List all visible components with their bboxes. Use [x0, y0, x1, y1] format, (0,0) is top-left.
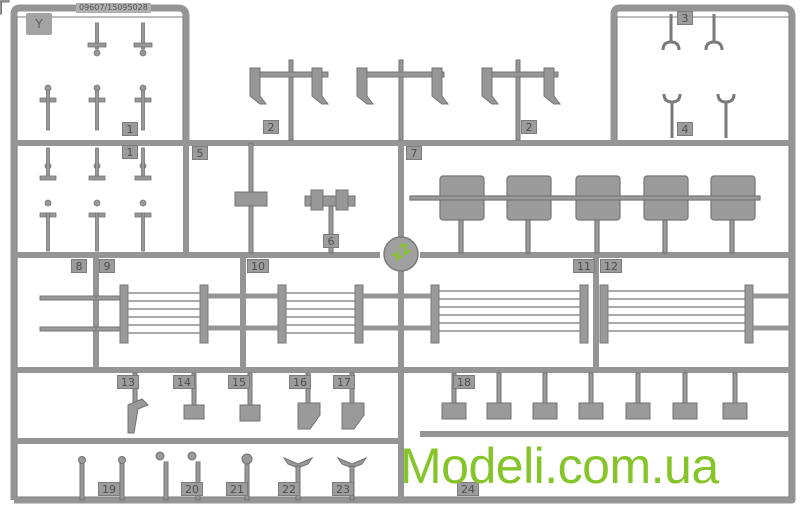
- part-number-tag: 5: [192, 146, 208, 160]
- part-number-tag: 19: [98, 482, 120, 496]
- part-number-tag: 7: [406, 146, 422, 160]
- cross-parts: [0, 0, 10, 15]
- scale-mark: x2: [381, 234, 421, 270]
- clip-parts: [441, 372, 748, 420]
- part-number-tag: 11: [573, 259, 595, 273]
- part-number-tag: 18: [453, 375, 475, 389]
- part-number-tag: 9: [99, 259, 115, 273]
- part-number-tag: 22: [278, 482, 300, 496]
- part-number-tag: 6: [323, 234, 339, 248]
- part-number-tag: 10: [247, 259, 269, 273]
- pin-parts: [78, 451, 368, 501]
- part-number-tag: 20: [181, 482, 203, 496]
- scale-mark-text: x2: [387, 238, 415, 266]
- part-number-tag: 23: [332, 482, 354, 496]
- part-number-tag: 1: [122, 122, 138, 136]
- lever-parts: [249, 59, 561, 141]
- part-number-tag: 2: [521, 120, 537, 134]
- box-parts: [409, 175, 761, 254]
- part-number-tag: 8: [71, 259, 87, 273]
- part-number-tag: 4: [677, 122, 693, 136]
- vertical-rails: [93, 140, 599, 500]
- part-number-tag: 14: [173, 375, 195, 389]
- part-number-tag: 17: [333, 375, 355, 389]
- hook-parts: [661, 14, 736, 138]
- cross-grid: [39, 22, 153, 252]
- part-number-tag: 3: [677, 11, 693, 25]
- part-number-tag: 16: [289, 375, 311, 389]
- small-parts: [127, 372, 365, 434]
- ladder-parts: [39, 284, 754, 344]
- part-number-tag: 21: [226, 482, 248, 496]
- watermark: Modeli.com.ua: [400, 438, 719, 494]
- part-number-tag: 15: [228, 375, 250, 389]
- part-number-tag: 2: [263, 120, 279, 134]
- part-number-tag: 13: [117, 375, 139, 389]
- part-number-tag: 24: [457, 482, 479, 496]
- part-number-tag: 12: [600, 259, 622, 273]
- bracket-parts: [234, 142, 356, 254]
- sprue-code: 09607/15095028: [76, 3, 151, 13]
- ladder-rungs: [128, 290, 745, 334]
- part-number-tag: 1: [122, 145, 138, 159]
- sprue-letter: Y: [26, 13, 52, 35]
